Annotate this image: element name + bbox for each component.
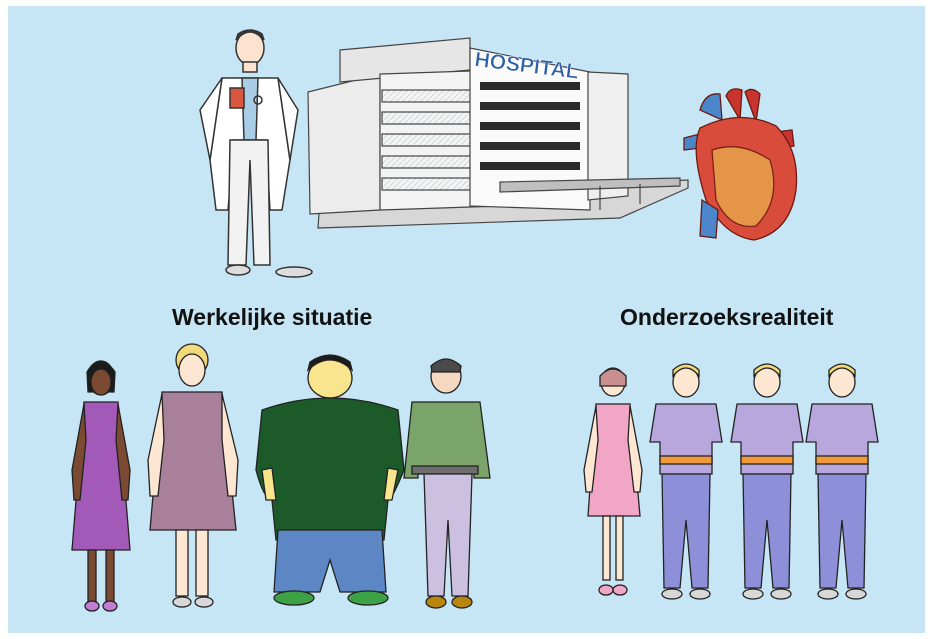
heart-icon bbox=[683, 88, 798, 241]
heading-real-situation: Werkelijke situatie bbox=[172, 304, 373, 330]
woman-dark-skin-purple-dress bbox=[71, 360, 131, 612]
hospital-building-icon bbox=[307, 37, 689, 229]
woman-pink-dress bbox=[583, 367, 643, 596]
young-man-1 bbox=[649, 363, 723, 600]
obese-man-green-shirt bbox=[255, 354, 405, 606]
doctor-icon bbox=[199, 29, 313, 278]
older-man-green-shirt bbox=[403, 358, 491, 609]
young-man-2 bbox=[730, 363, 804, 600]
heading-research-reality: Onderzoeksrealiteit bbox=[620, 304, 834, 330]
woman-blonde-mauve-dress bbox=[147, 343, 239, 608]
young-man-3 bbox=[805, 363, 879, 600]
